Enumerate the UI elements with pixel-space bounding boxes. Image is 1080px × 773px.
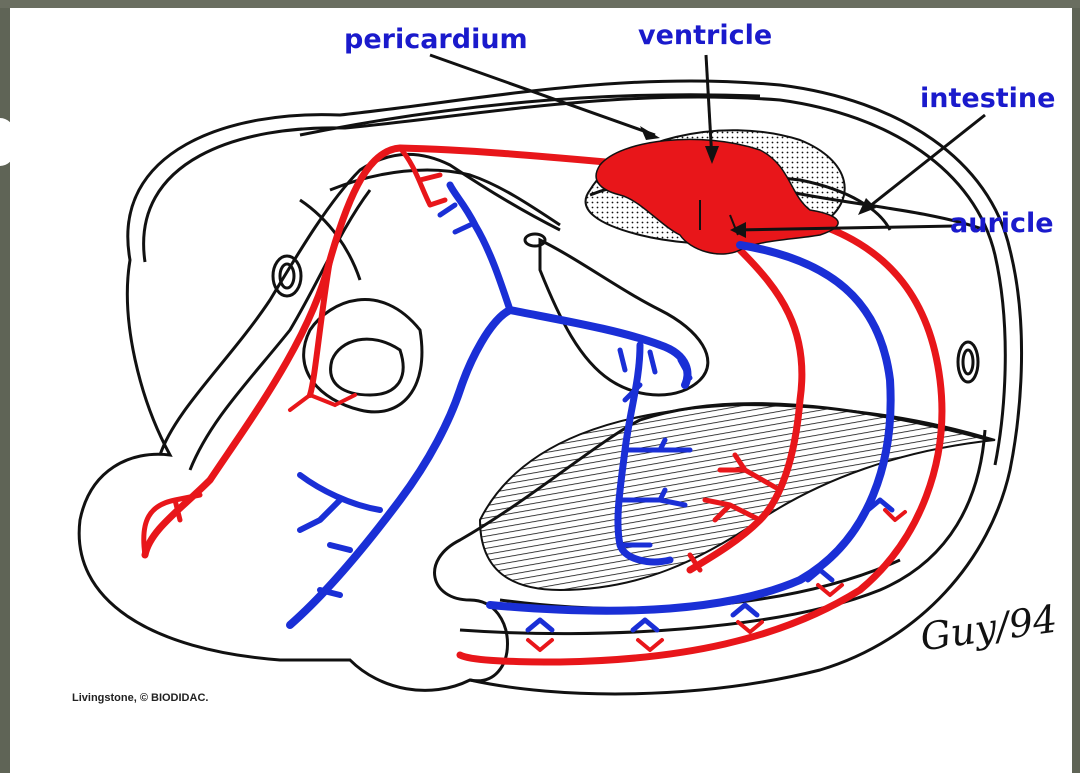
foot-muscle-striated bbox=[480, 405, 995, 590]
image-credit: Livingstone, © BIODIDAC. bbox=[72, 692, 208, 704]
shell-outline bbox=[79, 81, 1021, 694]
label-intestine: intestine bbox=[920, 85, 1055, 112]
label-pericardium: pericardium bbox=[344, 26, 528, 53]
label-ventricle: ventricle bbox=[638, 22, 772, 49]
pericardium-arrowhead bbox=[640, 126, 660, 140]
label-auricle: auricle bbox=[950, 210, 1054, 237]
